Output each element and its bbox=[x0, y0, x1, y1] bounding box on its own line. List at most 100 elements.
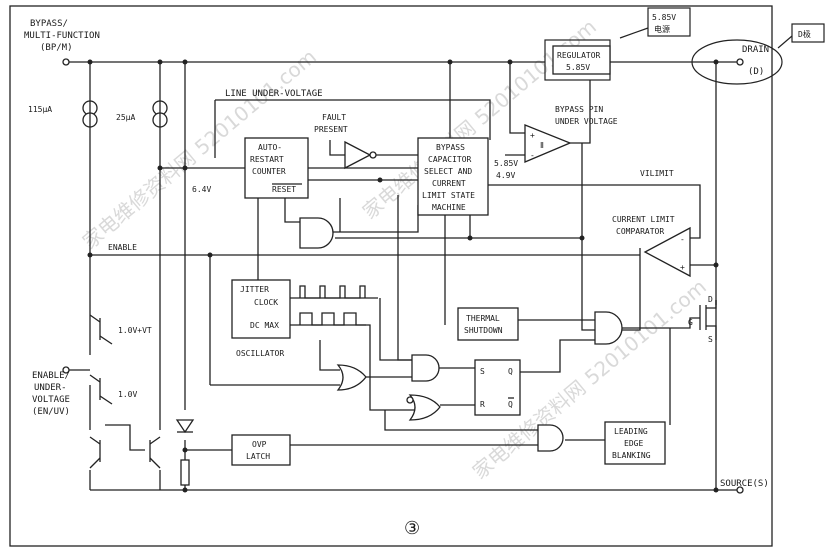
ff-q: Q bbox=[508, 367, 513, 376]
set-and-gate bbox=[411, 354, 440, 382]
cl-comp-label-2: COMPARATOR bbox=[616, 227, 664, 236]
source-pin bbox=[736, 486, 744, 494]
bypass-cap-text-1: BYPASS bbox=[436, 143, 465, 152]
leb-text-3: BLANKING bbox=[612, 451, 651, 460]
flip-flop: S Q R Q bbox=[474, 359, 521, 416]
current-limit-comparator bbox=[643, 226, 691, 278]
regulator-text-2: 5.85V bbox=[566, 63, 590, 72]
comp-plus: + bbox=[530, 131, 535, 140]
regulator-note-box bbox=[647, 7, 691, 37]
bypass-label-1: BYPASS/ bbox=[30, 19, 68, 29]
leb-and-gate bbox=[537, 424, 564, 452]
enable-line-label: ENABLE bbox=[108, 243, 137, 252]
ff-r: R bbox=[480, 400, 485, 409]
bypass-cap-text-4: CURRENT bbox=[432, 179, 466, 188]
auto-restart-text-3: COUNTER bbox=[252, 167, 286, 176]
comp-minus: - bbox=[530, 151, 535, 160]
v585-label: 5.85V bbox=[494, 159, 518, 168]
mosfet-d: D bbox=[708, 295, 713, 304]
mosfet-g: G bbox=[688, 318, 693, 327]
bypass-uv-comparator bbox=[524, 124, 572, 163]
leb-text-2: EDGE bbox=[624, 439, 643, 448]
watermarks: 家电维修资料网 52010101.com 家电维修资料网 52010101.co… bbox=[78, 14, 711, 483]
fault-inverter bbox=[344, 140, 372, 170]
thermal-block: THERMAL SHUTDOWN bbox=[457, 307, 519, 341]
auto-restart-block: AUTO- RESTART COUNTER RESET bbox=[244, 137, 309, 199]
v64-label: 6.4V bbox=[192, 185, 211, 194]
bypass-cap-text-2: CAPACITOR bbox=[428, 155, 472, 164]
zener-diode bbox=[175, 419, 195, 434]
fault-label-1: FAULT bbox=[322, 113, 346, 122]
regulator-text-1: REGULATOR bbox=[557, 51, 601, 60]
transistors bbox=[89, 314, 161, 469]
thermal-text-2: SHUTDOWN bbox=[464, 326, 503, 335]
leb-block: LEADING EDGE BLANKING bbox=[604, 421, 666, 465]
current-sources bbox=[82, 100, 168, 128]
enable-label-4: (EN/UV) bbox=[32, 407, 70, 417]
drain-note: D极 bbox=[798, 29, 811, 39]
cl-minus: - bbox=[680, 235, 685, 244]
cl-plus: + bbox=[680, 263, 685, 272]
annotations: 5.85V 电源 D极 ③ bbox=[404, 7, 825, 539]
auto-restart-text-1: AUTO- bbox=[258, 143, 282, 152]
cl-comp-label-1: CURRENT LIMIT bbox=[612, 215, 675, 224]
bypass-cap-text-6: MACHINE bbox=[432, 203, 466, 212]
reset-and-gate bbox=[299, 217, 334, 249]
bypass-cap-text-5: LIMIT STATE bbox=[422, 191, 475, 200]
schmitt-symbol: Ⅱ bbox=[540, 141, 544, 150]
zener-resistor bbox=[175, 419, 195, 486]
auto-restart-text-2: RESTART bbox=[250, 155, 284, 164]
pins bbox=[62, 58, 744, 494]
sense-resistor bbox=[180, 459, 190, 486]
v1vt-label: 1.0V+VT bbox=[118, 326, 152, 335]
ovp-text-1: OVP bbox=[252, 440, 267, 449]
thermal-text-1: THERMAL bbox=[466, 314, 500, 323]
bypass-label-3: (BP/M) bbox=[40, 43, 73, 53]
bypass-uv-label-2: UNDER VOLTAGE bbox=[555, 117, 618, 126]
leb-text-1: LEADING bbox=[614, 427, 648, 436]
current-115-label: 115μA bbox=[28, 105, 52, 114]
v49-label: 4.9V bbox=[496, 171, 515, 180]
bypass-cap-text-3: SELECT AND bbox=[424, 167, 472, 176]
bypass-pin bbox=[62, 58, 70, 66]
regulator-block: REGULATOR 5.85V bbox=[552, 45, 611, 75]
osc-or-gate bbox=[336, 364, 367, 391]
drain-label-1: DRAIN bbox=[742, 45, 769, 55]
enable-pin bbox=[62, 366, 70, 374]
oscillator-block: JITTER CLOCK DC MAX OSCILLATOR bbox=[231, 279, 366, 358]
drain-highlight bbox=[691, 39, 783, 85]
ff-qbar: Q bbox=[508, 400, 513, 409]
bypass-uv-label-1: BYPASS PIN bbox=[555, 105, 603, 114]
bypass-cap-block: BYPASS CAPACITOR SELECT AND CURRENT LIMI… bbox=[417, 137, 489, 216]
fault-label-2: PRESENT bbox=[314, 125, 348, 134]
regulator-note-1: 5.85V bbox=[652, 13, 676, 22]
drain-label-2: (D) bbox=[748, 67, 764, 77]
diagram-frame bbox=[9, 5, 773, 547]
wires bbox=[66, 61, 740, 491]
line-uv-label: LINE UNDER-VOLTAGE bbox=[225, 89, 323, 99]
current-25-label: 25μA bbox=[116, 113, 135, 122]
oscillator-text: OSCILLATOR bbox=[236, 349, 284, 358]
regulator-note-2: 电源 bbox=[654, 24, 670, 34]
v1-label: 1.0V bbox=[118, 390, 137, 399]
ff-s: S bbox=[480, 367, 485, 376]
ovp-block: OVP LATCH bbox=[231, 434, 291, 466]
output-and-gate bbox=[594, 311, 623, 345]
drain-pin bbox=[736, 58, 744, 66]
clock-text: CLOCK bbox=[254, 298, 278, 307]
mosfet-s: S bbox=[708, 335, 713, 344]
source-label: SOURCE(S) bbox=[720, 479, 769, 489]
mosfet: D G S bbox=[688, 295, 717, 344]
vilimit-label: VILIMIT bbox=[640, 169, 674, 178]
reset-or-gate bbox=[408, 394, 441, 421]
gates bbox=[299, 124, 691, 452]
ovp-text-2: LATCH bbox=[246, 452, 270, 461]
figure-number: ③ bbox=[404, 518, 420, 539]
jitter-text: JITTER bbox=[240, 285, 269, 294]
enable-label-2: UNDER- bbox=[34, 383, 67, 393]
auto-restart-reset: RESET bbox=[272, 185, 296, 194]
drain-note-box bbox=[791, 23, 825, 43]
enable-label-1: ENABLE/ bbox=[32, 371, 70, 381]
dcmax-text: DC MAX bbox=[250, 321, 279, 330]
